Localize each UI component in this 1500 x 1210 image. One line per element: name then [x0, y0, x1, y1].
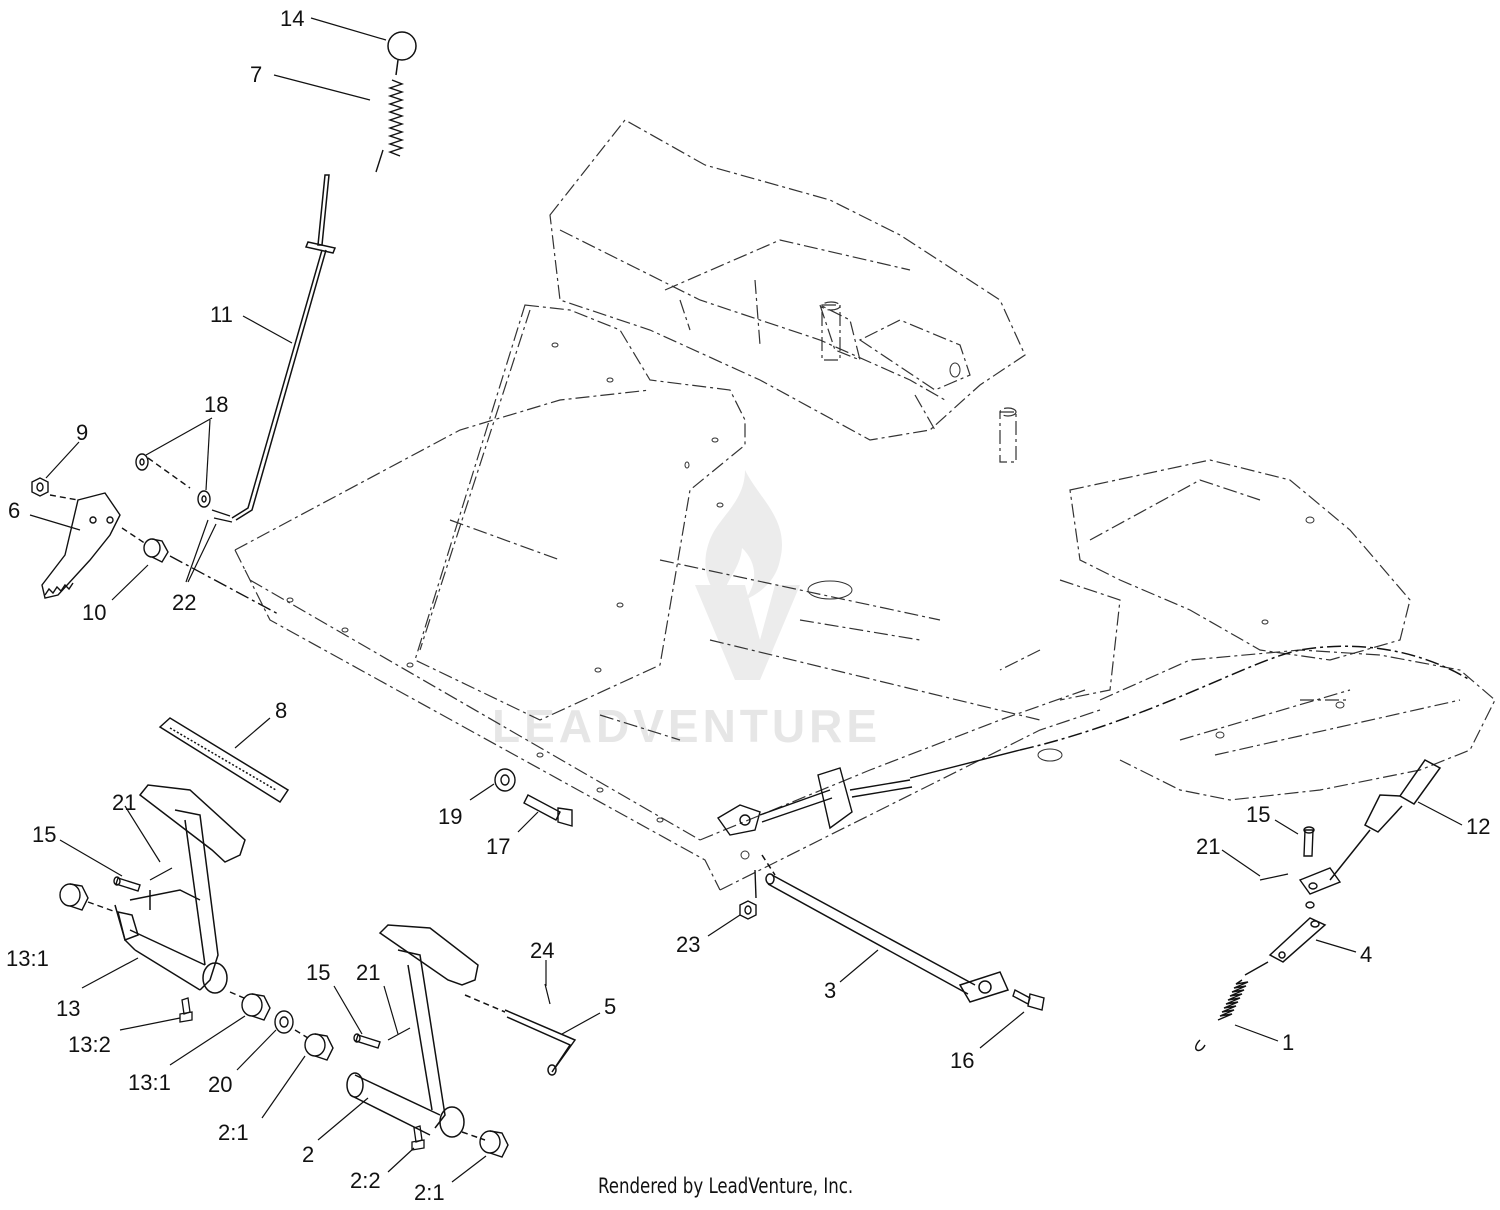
part-2-pedal-right [346, 924, 486, 1141]
part-5-rod [464, 994, 577, 1076]
part-13-pedal-left [114, 784, 246, 994]
part-18-washers [135, 453, 211, 508]
callout-2: 2 [302, 1142, 314, 1167]
callout-5: 5 [604, 994, 616, 1019]
part-15-pin-a [113, 876, 141, 892]
part-10-spacer [121, 527, 281, 616]
callout-11: 11 [210, 302, 233, 327]
callout-2-1-right: 2:1 [414, 1180, 445, 1205]
callout-22: 22 [172, 590, 196, 615]
part-16-bolt [1012, 988, 1045, 1011]
callout-21-center: 21 [356, 960, 380, 985]
part-3-shaft [761, 854, 1010, 1003]
watermark-flame-icon [705, 470, 782, 600]
callout-1: 1 [1282, 1030, 1294, 1055]
part-15-pin-b [353, 1033, 381, 1049]
callout-labels: 14 7 11 18 9 6 10 22 8 21 15 13:1 13 13:… [6, 6, 1490, 1205]
watermark-text: LEADVENTURE [492, 700, 881, 752]
callout-12: 12 [1466, 814, 1490, 839]
leader-lines [29, 17, 1463, 1183]
callout-10: 10 [82, 600, 106, 625]
part-14-knob [387, 31, 417, 76]
callout-17: 17 [486, 834, 510, 859]
linkage-bracket [716, 749, 1021, 836]
part-15-pin-c [1303, 826, 1315, 857]
part-2-1-bushing-a [294, 1029, 334, 1061]
part-13-1-bushing-b [229, 991, 271, 1021]
part-1-spring [1195, 961, 1269, 1052]
callout-13-1-left: 13:1 [6, 946, 49, 971]
part-24-pin [544, 983, 551, 1005]
callout-13: 13 [56, 996, 80, 1021]
part-22-pins [211, 509, 233, 523]
part-20-washer [274, 1010, 294, 1034]
part-17-bolt [523, 794, 573, 827]
callout-7: 7 [250, 62, 262, 87]
callout-21-right: 21 [1196, 834, 1220, 859]
part-2-1-bushing-b [479, 1130, 509, 1158]
part-21-cotter-c [1259, 873, 1289, 881]
callout-18: 18 [204, 392, 228, 417]
frame-holes [286, 342, 1345, 860]
callout-2-2: 2:2 [350, 1168, 381, 1193]
part-6-ratchet [41, 492, 121, 599]
part-8-pedal-pad [158, 717, 290, 804]
watermark-v-logo-icon [695, 585, 800, 680]
callout-21-left: 21 [112, 790, 136, 815]
callout-15-left: 15 [32, 822, 56, 847]
callout-15-right: 15 [1246, 802, 1270, 827]
callout-6: 6 [8, 498, 20, 523]
watermark: LEADVENTURE [492, 470, 881, 752]
callout-16: 16 [950, 1048, 974, 1073]
part-13-2-fitting [179, 997, 193, 1023]
callout-9: 9 [76, 420, 88, 445]
callout-24: 24 [530, 938, 554, 963]
callout-4: 4 [1360, 942, 1372, 967]
part-21-cotter-b [387, 1027, 411, 1041]
callout-8: 8 [275, 698, 287, 723]
callout-15-center: 15 [306, 960, 330, 985]
part-12-cable [1019, 645, 1471, 881]
callout-3: 3 [824, 978, 836, 1003]
part-13-1-bushing-a [59, 883, 117, 913]
callout-14: 14 [280, 6, 304, 31]
callout-13-1-center: 13:1 [128, 1070, 171, 1095]
callout-19: 19 [438, 804, 462, 829]
callout-2-1-left: 2:1 [218, 1120, 249, 1145]
cable-clevis [1298, 867, 1342, 909]
part-23-nut [739, 869, 757, 920]
part-7-spring [375, 79, 405, 173]
part-9-nut [31, 477, 49, 497]
part-19-washer [494, 768, 516, 792]
part-11-lever-rod [231, 174, 337, 521]
footer-credit: Rendered by LeadVenture, Inc. [598, 1174, 854, 1198]
callout-20: 20 [208, 1072, 232, 1097]
part-4-link [1268, 917, 1327, 963]
part-2-2-fitting [411, 1125, 425, 1151]
mower-frame [234, 119, 1496, 891]
callout-13-2: 13:2 [68, 1032, 111, 1057]
callout-23: 23 [676, 932, 700, 957]
part-21-cotter-a [149, 867, 173, 881]
